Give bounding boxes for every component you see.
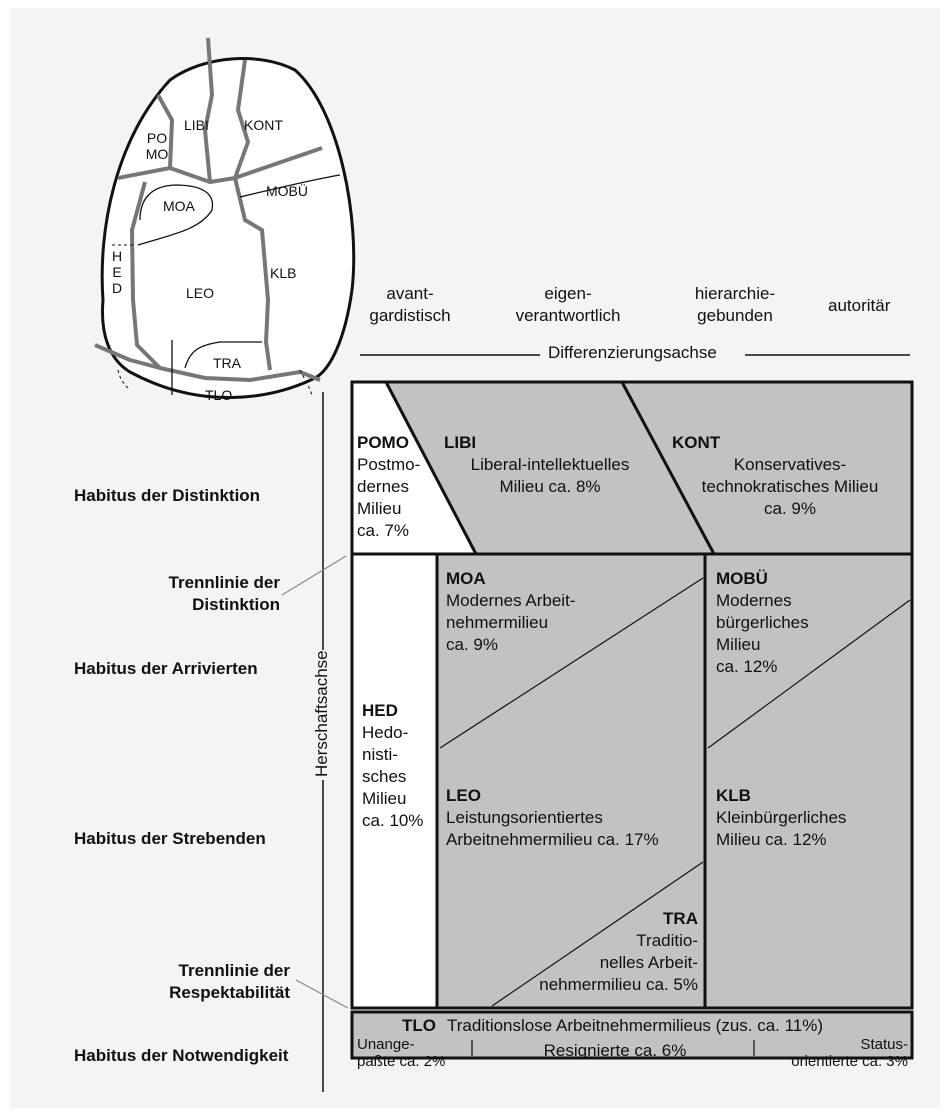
cell-klb-code: KLB bbox=[716, 786, 751, 805]
cell-klb-text: Kleinbürgerliches Milieu ca. 12% bbox=[716, 808, 847, 849]
axis-label-herrschaft: Herschaftsachse bbox=[311, 650, 333, 777]
pointer-trennlinie-respekt bbox=[295, 979, 350, 1009]
oval-label-tlo: TLO bbox=[205, 387, 233, 403]
oval-label-tra: TRA bbox=[213, 355, 241, 371]
cell-tlo-text: Traditionslose Arbeitnehmermilieus (zus.… bbox=[447, 1016, 824, 1035]
label-trennlinie-distinktion: Trennlinie der Distinktion bbox=[168, 573, 280, 614]
tlo-row-fill bbox=[352, 1012, 912, 1058]
cell-mobu-text: Modernes bürgerliches Milieu ca. 12% bbox=[716, 591, 809, 676]
cell-mobu-code: MOBÜ bbox=[716, 569, 768, 588]
cell-leo-code: LEO bbox=[446, 786, 481, 805]
col-autoritaer: autoritär bbox=[828, 296, 891, 315]
cell-tlo-code: TLO bbox=[402, 1016, 436, 1035]
cell-kont-text: Konservatives- technokratisches Milieu c… bbox=[701, 455, 879, 518]
mobu-klb-divider bbox=[707, 599, 911, 749]
cell-statusorientierte: Status- orientierte ca. 3% bbox=[791, 1036, 908, 1070]
cell-resignierte: Resignierte ca. 6% bbox=[543, 1041, 687, 1060]
cell-hed-text: Hedo- nisti- sches Milieu ca. 10% bbox=[362, 723, 424, 830]
oval-label-mobu: MOBÜ bbox=[266, 183, 308, 199]
label-habitus-distinktion: Habitus der Distinktion bbox=[74, 486, 261, 505]
cell-moa-text: Modernes Arbeit- nehmermilieu ca. 9% bbox=[446, 591, 576, 654]
cell-hed-code: HED bbox=[362, 701, 398, 720]
cell-kont-code: KONT bbox=[672, 433, 721, 452]
axis-label-differenzierung: Differenzierungsachse bbox=[540, 343, 725, 363]
oval-label-libi: LIBI bbox=[184, 117, 209, 133]
oval-label-hed: H E D bbox=[111, 248, 123, 296]
cell-pomo-code: POMO bbox=[357, 433, 409, 452]
oval-label-leo: LEO bbox=[186, 285, 215, 301]
cell-unangepasste: Unange- paßte ca. 2% bbox=[357, 1036, 446, 1070]
label-habitus-notwendigkeit: Habitus der Notwendigkeit bbox=[74, 1046, 289, 1065]
cell-moa-code: MOA bbox=[446, 569, 486, 588]
cell-tra-code: TRA bbox=[663, 909, 698, 928]
cell-leo-text: Leistungsorientiertes Arbeitnehmermilieu… bbox=[446, 808, 659, 849]
col-hierarchiegebunden: hierarchie- gebunden bbox=[694, 284, 776, 325]
cell-libi-text: Liberal-intellektuelles Milieu ca. 8% bbox=[470, 455, 630, 496]
col-eigenverantwortlich: eigen- verantwortlich bbox=[515, 284, 621, 325]
oval-label-klb: KLB bbox=[270, 265, 297, 281]
oval-label-kont: KONT bbox=[244, 117, 283, 133]
cell-pomo-text: Postmo- dernes Milieu ca. 7% bbox=[357, 455, 421, 540]
label-habitus-arrivierten: Habitus der Arrivierten bbox=[74, 659, 258, 678]
moa-leo-tra-fill bbox=[437, 554, 705, 1008]
label-trennlinie-respektabilitaet: Trennlinie der Respektabilität bbox=[169, 961, 290, 1002]
label-habitus-strebenden: Habitus der Strebenden bbox=[74, 829, 266, 848]
pomo-region-fill bbox=[352, 382, 476, 554]
moa-leo-divider bbox=[439, 577, 704, 749]
pointer-trennlinie-distinktion bbox=[281, 554, 348, 596]
oval-milieu-map bbox=[94, 37, 356, 399]
col-avantgardistisch: avant- gardistisch bbox=[369, 284, 451, 325]
leo-tra-divider bbox=[491, 861, 704, 1007]
cell-tra-text: Traditio- nelles Arbeit- nehmermilieu ca… bbox=[539, 931, 698, 994]
mobu-klb-fill bbox=[705, 554, 912, 1008]
oval-label-moa: MOA bbox=[163, 198, 195, 214]
oval-label-pomo: PO MO bbox=[145, 130, 169, 162]
cell-libi-code: LIBI bbox=[444, 433, 477, 452]
hed-region-fill bbox=[352, 554, 437, 1008]
